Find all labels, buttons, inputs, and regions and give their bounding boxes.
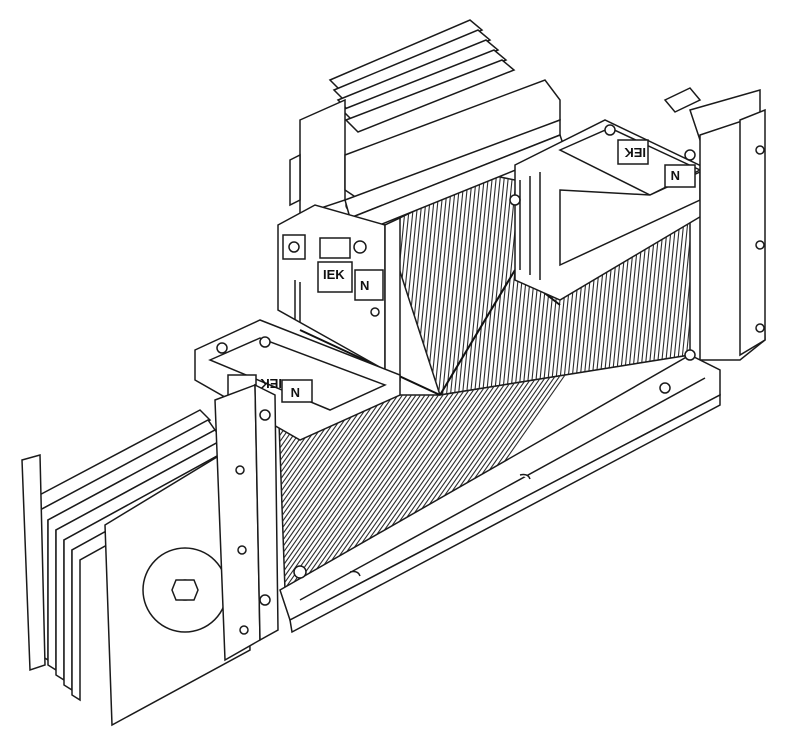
rib-line [439, 175, 501, 395]
rib-line [419, 175, 481, 395]
rib-line [314, 355, 690, 590]
right-end-cap [663, 87, 766, 361]
rib-line [415, 175, 477, 395]
label-neutral-left: N [291, 385, 300, 400]
rib-line [278, 355, 690, 590]
rib-line [451, 175, 513, 395]
rib-line [278, 355, 690, 590]
rib-line [399, 175, 461, 395]
top-housing-block [277, 204, 401, 382]
rib-line [278, 355, 677, 590]
rib-line [278, 355, 690, 590]
rib-line [337, 355, 690, 590]
rib-line [423, 175, 485, 395]
rib-line [323, 355, 690, 590]
rib-line [283, 355, 690, 590]
rib-line [455, 175, 517, 395]
rib-line [328, 355, 690, 590]
rib-line [278, 355, 650, 590]
rib-line [278, 355, 614, 590]
label-iek-right: IEK [624, 145, 646, 160]
label-iek-left: IEK [260, 376, 282, 391]
left-end-plates [21, 383, 279, 727]
rib-line [407, 175, 469, 395]
rib-line [301, 355, 690, 590]
rib-line [278, 355, 641, 590]
rib-line [431, 175, 493, 395]
rib-line [292, 355, 690, 590]
rib-line [278, 355, 664, 590]
rib-line [447, 175, 509, 395]
rib-line [278, 355, 628, 590]
label-neutral-top: N [360, 278, 369, 293]
label-neutral-right: N [671, 168, 680, 183]
rib-line [278, 355, 610, 590]
rib-line [435, 175, 497, 395]
rib-line [278, 355, 682, 590]
rib-line [319, 355, 690, 590]
rib-line [278, 355, 655, 590]
rib-line [278, 355, 619, 590]
top-branch-cover [289, 19, 566, 237]
rib-line [443, 175, 505, 395]
rib-line [310, 355, 690, 590]
rib-line [278, 355, 686, 590]
rib-line [287, 355, 690, 590]
rib-line [403, 175, 465, 395]
rib-line [278, 355, 659, 590]
rib-line [395, 175, 457, 395]
rib-line [278, 355, 632, 590]
rib-line [278, 355, 637, 590]
rib-line [332, 355, 690, 590]
rib-line [278, 355, 605, 590]
label-iek-top: IEK [323, 267, 345, 282]
rib-line [278, 355, 623, 590]
rib-line [278, 355, 646, 590]
rib-line [296, 355, 690, 590]
rib-line [278, 355, 673, 590]
rib-line [427, 175, 489, 395]
rib-line [305, 355, 690, 590]
rib-line [278, 355, 668, 590]
rib-line [411, 175, 473, 395]
bottom-rail [279, 349, 721, 634]
